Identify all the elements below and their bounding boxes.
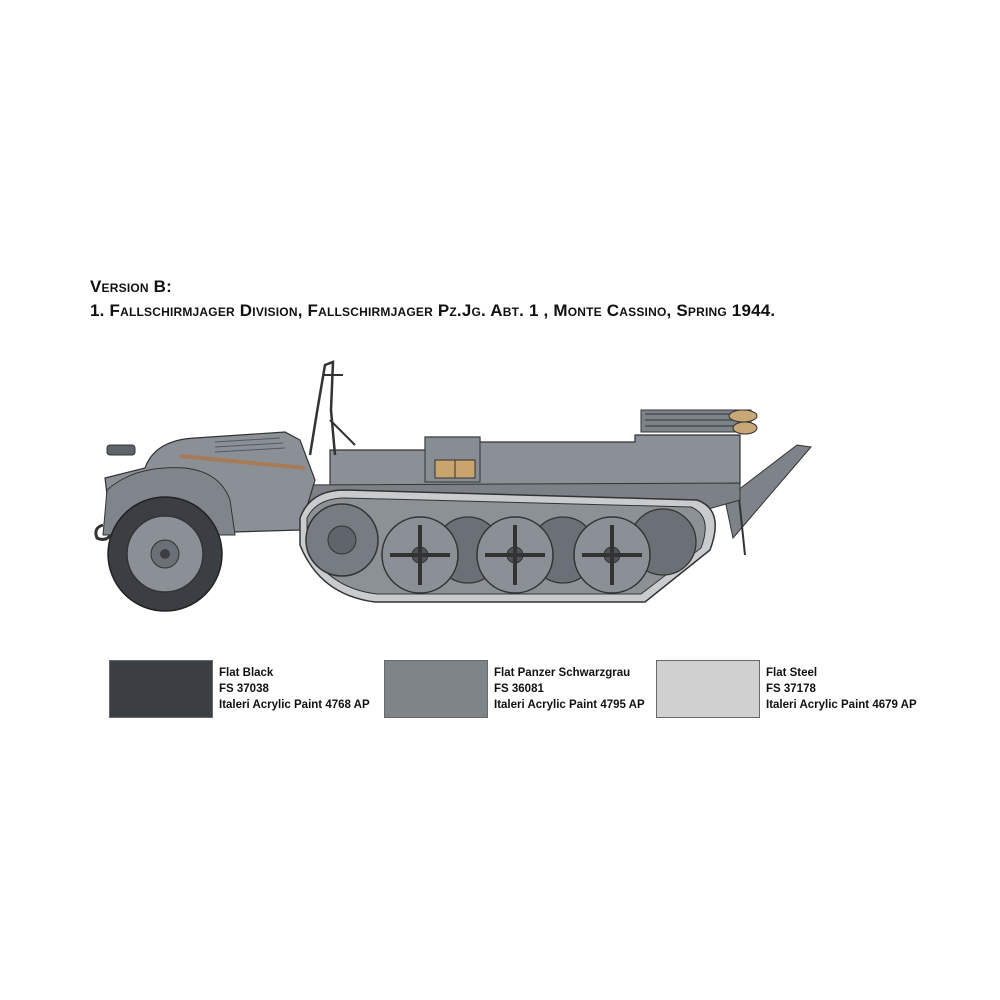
paint-product: Italeri Acrylic Paint 4768 AP xyxy=(219,699,370,711)
paint-fs-code: FS 36081 xyxy=(494,683,544,695)
paint-fs-code: FS 37038 xyxy=(219,683,269,695)
version-label: Version B: xyxy=(90,277,173,296)
halftrack-illustration xyxy=(94,360,812,612)
color-swatch xyxy=(384,660,488,718)
paint-name: Flat Black xyxy=(219,667,274,679)
paint-swatch-1: Flat Black FS 37038 Italeri Acrylic Pain… xyxy=(109,660,379,718)
paint-fs-code: FS 37178 xyxy=(766,683,816,695)
drive-sprocket xyxy=(305,503,379,577)
paint-name: Flat Panzer Schwarzgrau xyxy=(494,667,631,679)
front-wheel xyxy=(107,496,223,612)
unit-caption: 1. Fallschirmjager Division, Fallschirmj… xyxy=(90,301,776,320)
paint-name: Flat Steel xyxy=(766,667,818,679)
color-swatch xyxy=(656,660,760,718)
paint-product: Italeri Acrylic Paint 4795 AP xyxy=(494,699,645,711)
stowed-equipment xyxy=(640,409,758,435)
paint-swatch-3: Flat Steel FS 37178 Italeri Acrylic Pain… xyxy=(656,660,926,718)
paint-product: Italeri Acrylic Paint 4679 AP xyxy=(766,699,917,711)
paint-swatch-2: Flat Panzer Schwarzgrau FS 36081 Italeri… xyxy=(384,660,654,718)
color-swatch xyxy=(109,660,213,718)
